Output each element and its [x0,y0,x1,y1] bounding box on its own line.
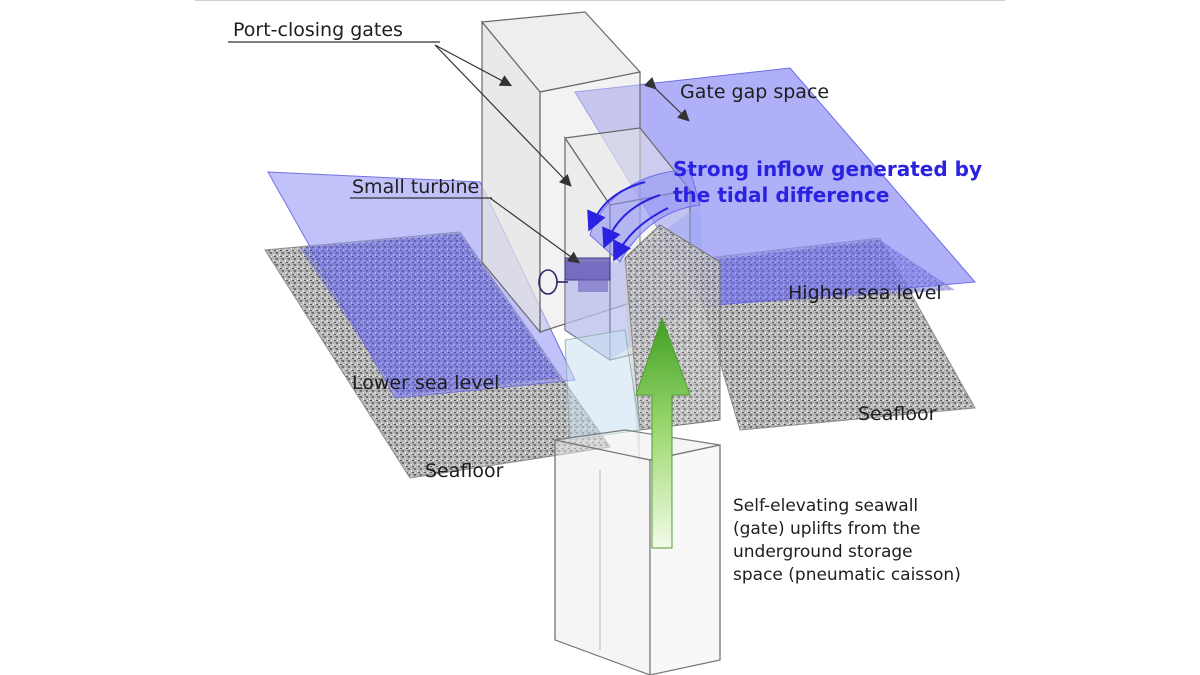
caption-line-4: space (pneumatic caisson) [733,565,961,585]
label-strong-inflow-line2: the tidal difference [673,183,890,207]
seafloor-left-submerged [300,234,560,396]
top-rule [195,0,1005,1]
leader-lines [228,41,580,264]
underground-caisson [554,429,721,675]
caption-line-2: (gate) uplifts from the [733,519,921,539]
caption-line-1: Self-elevating seawall [733,496,919,516]
label-seafloor-right: Seafloor [858,403,937,425]
seafloor-right-submerged [700,240,955,306]
inflow-arrows [587,181,669,262]
label-gate-gap-space: Gate gap space [680,81,830,103]
gate-gap-arrow [643,77,690,122]
caption-line-3: underground storage [733,542,913,562]
label-port-closing-gates: Port-closing gates [233,19,403,41]
label-small-turbine: Small turbine [352,176,480,198]
small-turbine [538,257,611,295]
uplift-arrow [635,316,691,549]
label-strong-inflow-line1: Strong inflow generated by [673,157,982,181]
seawall-block [564,224,721,470]
caption-self-elevating-seawall: Self-elevating seawall (gate) uplifts fr… [733,495,1013,587]
label-seafloor-left: Seafloor [425,460,504,482]
label-higher-sea-level: Higher sea level [788,282,942,304]
label-lower-sea-level: Lower sea level [352,372,500,394]
